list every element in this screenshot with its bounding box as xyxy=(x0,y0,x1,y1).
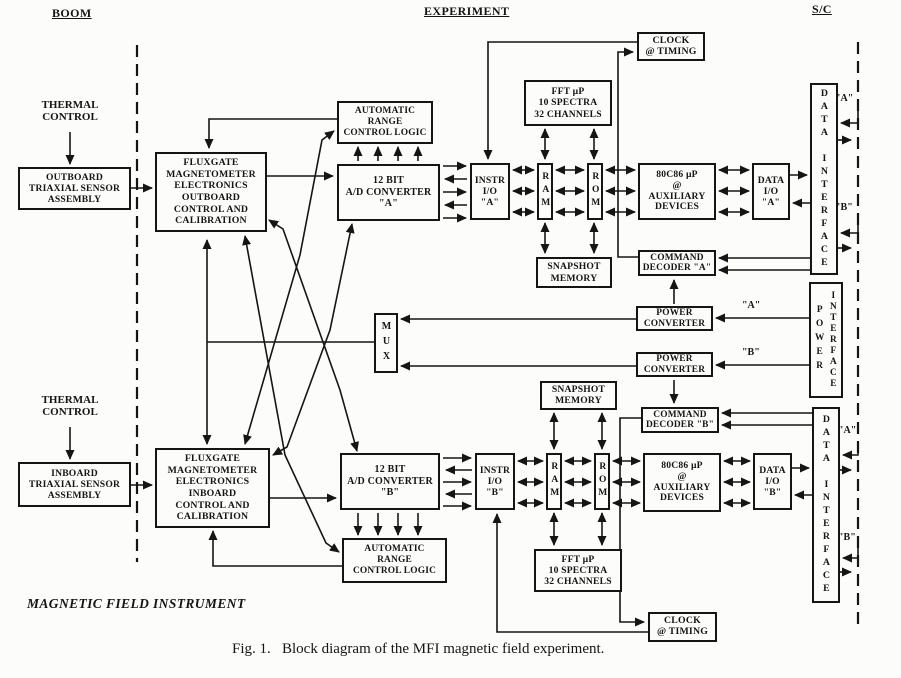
telemetry-a-label-top: "A" xyxy=(835,93,854,104)
boom-section-label: BOOM xyxy=(52,6,92,20)
snapshot-memory-a-box: SNAPSHOT MEMORY xyxy=(536,257,612,288)
instrument-io-a-box: INSTR I/O "A" xyxy=(470,163,510,220)
rom-a-box: ROM xyxy=(587,163,603,220)
rom-b-box: ROM xyxy=(594,453,610,510)
instrument-io-b-box: INSTR I/O "B" xyxy=(475,453,515,510)
telemetry-b-label-bottom: "B" xyxy=(838,532,856,543)
adc-b-box: 12 BIT A/D CONVERTER "B" xyxy=(340,453,440,510)
power-feed-a-label: "A" xyxy=(742,300,761,311)
ram-a-box: RAM xyxy=(537,163,553,220)
power-interface-word-interface: INTERFACE xyxy=(828,290,839,390)
ram-b-box: RAM xyxy=(546,453,562,510)
auto-range-logic-a-box: AUTOMATIC RANGE CONTROL LOGIC xyxy=(337,101,433,144)
clock-timing-a-box: CLOCK @ TIMING xyxy=(637,32,705,61)
power-interface-box: POWER INTERFACE xyxy=(809,282,843,398)
telemetry-a-label-bottom: "A" xyxy=(838,425,857,436)
snapshot-memory-b-box: SNAPSHOT MEMORY xyxy=(540,381,617,410)
data-interface-b-box: DATA INTERFACE xyxy=(812,407,840,603)
figure-caption: Fig. 1. Block diagram of the MFI magneti… xyxy=(232,641,605,657)
fft-processor-a-box: FFT µP 10 SPECTRA 32 CHANNELS xyxy=(524,80,612,126)
instrument-title: MAGNETIC FIELD INSTRUMENT xyxy=(27,596,246,611)
outboard-sensor-box: OUTBOARD TRIAXIAL SENSOR ASSEMBLY xyxy=(18,167,131,210)
thermal-control-label-inboard: THERMAL CONTROL xyxy=(41,394,99,418)
command-decoder-a-box: COMMAND DECODER "A" xyxy=(638,250,716,276)
command-decoder-b-box: COMMAND DECODER "B" xyxy=(641,407,719,433)
clock-timing-b-box: CLOCK @ TIMING xyxy=(648,612,717,642)
auto-range-logic-b-box: AUTOMATIC RANGE CONTROL LOGIC xyxy=(342,538,447,583)
fft-processor-b-box: FFT µP 10 SPECTRA 32 CHANNELS xyxy=(534,549,622,592)
cpu-a-box: 80C86 µP @ AUXILIARY DEVICES xyxy=(638,163,716,220)
experiment-section-label: EXPERIMENT xyxy=(424,4,510,18)
sc-section-label: S/C xyxy=(812,2,832,16)
power-converter-b-box: POWER CONVERTER xyxy=(636,352,713,377)
telemetry-b-label-top: "B" xyxy=(835,202,853,213)
cpu-b-box: 80C86 µP @ AUXILIARY DEVICES xyxy=(643,453,721,512)
power-feed-b-label: "B" xyxy=(742,347,760,358)
data-io-a-box: DATA I/O "A" xyxy=(752,163,790,220)
thermal-control-label-outboard: THERMAL CONTROL xyxy=(41,99,99,123)
fluxgate-outboard-box: FLUXGATE MAGNETOMETER ELECTRONICS OUTBOA… xyxy=(155,152,267,232)
inboard-sensor-box: INBOARD TRIAXIAL SENSOR ASSEMBLY xyxy=(18,462,131,507)
data-interface-a-box: DATA INTERFACE xyxy=(810,83,838,275)
adc-a-box: 12 BIT A/D CONVERTER "A" xyxy=(337,164,440,221)
data-io-b-box: DATA I/O "B" xyxy=(753,453,792,510)
power-interface-word-power: POWER xyxy=(814,305,825,375)
mux-box: MUX xyxy=(374,313,398,373)
fluxgate-inboard-box: FLUXGATE MAGNETOMETER ELECTRONICS INBOAR… xyxy=(155,448,270,528)
power-converter-a-box: POWER CONVERTER xyxy=(636,306,713,331)
